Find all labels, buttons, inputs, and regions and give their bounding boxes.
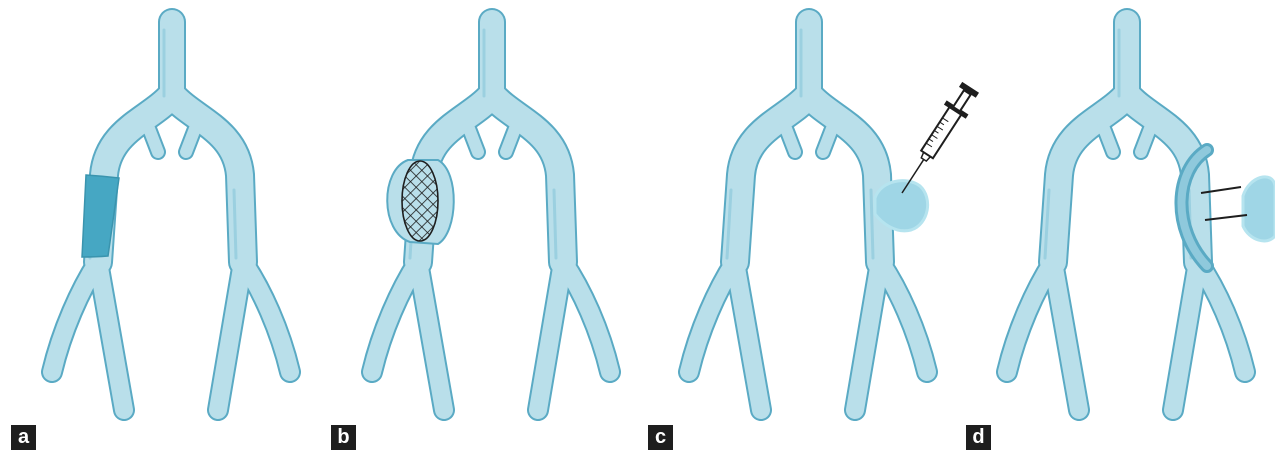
panel-c-drawing	[637, 0, 957, 450]
left-main-branch	[735, 95, 809, 262]
left-inner-iliac	[735, 262, 761, 410]
panel-label-c: c	[648, 425, 673, 450]
panel-b: b	[320, 0, 640, 450]
right-inner-iliac	[218, 262, 243, 410]
panel-label-b: b	[331, 425, 356, 450]
left-inner-iliac	[418, 262, 444, 410]
panel-a-drawing	[0, 0, 320, 450]
right-main-branch	[809, 95, 880, 262]
panel-label-a: a	[11, 425, 36, 450]
left-inner-iliac	[1053, 262, 1079, 410]
mesh-wrap	[402, 161, 438, 241]
panel-d: d	[955, 0, 1275, 450]
right-main-branch	[172, 95, 243, 262]
panel-label-d: d	[966, 425, 991, 450]
vessel-shading-3	[234, 190, 236, 258]
left-inner-iliac	[98, 262, 124, 410]
right-inner-iliac	[1173, 262, 1198, 410]
aneurysm-sac	[1243, 177, 1275, 241]
panel-a: a	[0, 0, 320, 450]
vessel-shading-3	[871, 190, 873, 258]
aneurysm-sac	[875, 181, 928, 231]
vessel-tree	[1007, 22, 1245, 410]
panel-d-drawing	[955, 0, 1275, 450]
right-inner-iliac	[855, 262, 880, 410]
right-inner-iliac	[538, 262, 563, 410]
right-main-branch	[492, 95, 563, 262]
panel-c: c	[637, 0, 957, 450]
left-main-branch	[1053, 95, 1127, 262]
vessel-shading-3	[554, 190, 556, 258]
panel-b-drawing	[320, 0, 640, 450]
